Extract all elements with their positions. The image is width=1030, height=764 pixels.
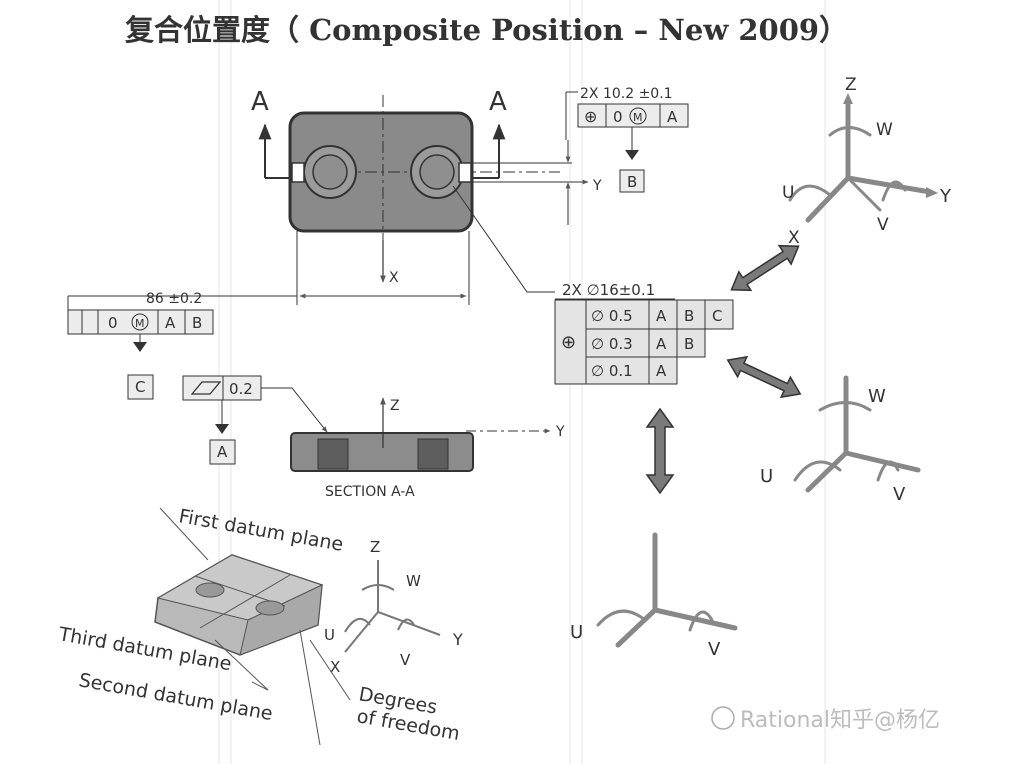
iso-u: U bbox=[324, 626, 335, 644]
slot-right bbox=[458, 162, 472, 183]
four-w: W bbox=[868, 386, 886, 407]
width-feature-control-frame: 86 ±0.2 0 M A B C bbox=[67, 291, 297, 400]
dof-frame-iso bbox=[344, 560, 441, 653]
section-label: SECTION A-A bbox=[325, 484, 415, 500]
six-w: W bbox=[876, 120, 893, 140]
slot-left bbox=[291, 162, 305, 183]
row2-datum-a: A bbox=[656, 335, 667, 353]
second-datum-label: Second datum plane bbox=[77, 669, 274, 725]
iso-part bbox=[154, 554, 324, 656]
six-v: V bbox=[877, 215, 889, 235]
dof-frame-six bbox=[788, 97, 933, 223]
wechat-icon bbox=[711, 706, 735, 730]
slot-datum-a: A bbox=[667, 108, 678, 126]
section-y-label: Y bbox=[555, 424, 565, 440]
y-axis-label: Y bbox=[592, 178, 602, 194]
composite-position-callout: 2X ∅16±0.1 ⊕ ∅ 0.5 A B C ∅ 0.3 A B ∅ 0.1… bbox=[554, 281, 734, 385]
four-v: V bbox=[893, 484, 906, 505]
iso-v: V bbox=[400, 651, 411, 669]
double-arrow-upper bbox=[730, 244, 800, 292]
six-y: Y bbox=[939, 186, 952, 207]
datum-a-label: A bbox=[217, 443, 228, 461]
row1-datum-c: C bbox=[712, 307, 722, 325]
section-z-label: Z bbox=[390, 398, 400, 414]
first-datum-label: First datum plane bbox=[177, 505, 345, 556]
slot-dimension: 2X 10.2 ±0.1 bbox=[580, 86, 673, 102]
iso-y: Y bbox=[452, 630, 463, 649]
double-arrows bbox=[645, 244, 802, 495]
iso-z: Z bbox=[370, 538, 380, 556]
width-mmc-modifier: M bbox=[135, 317, 145, 330]
iso-x: X bbox=[330, 658, 340, 676]
section-marker-left: A bbox=[251, 87, 269, 117]
composite-position-symbol: ⊕ bbox=[561, 332, 576, 353]
width-dimension: 86 ±0.2 bbox=[146, 291, 202, 307]
flatness-icon bbox=[190, 381, 222, 395]
four-u: U bbox=[760, 466, 773, 487]
row3-datum-a: A bbox=[656, 362, 667, 380]
flatness-value: 0.2 bbox=[229, 380, 253, 398]
section-a-a: Z Y SECTION A-A bbox=[290, 397, 565, 500]
row1-datum-a: A bbox=[656, 307, 667, 325]
row1-datum-b: B bbox=[684, 307, 694, 325]
row1-tolerance: ∅ 0.5 bbox=[591, 307, 633, 325]
row2-tolerance: ∅ 0.3 bbox=[591, 335, 633, 353]
x-axis-label: X bbox=[389, 270, 399, 286]
flatness-control-frame: 0.2 A bbox=[182, 375, 328, 465]
mmc-modifier: M bbox=[633, 111, 643, 124]
row3-tolerance: ∅ 0.1 bbox=[591, 362, 633, 380]
row2-datum-b: B bbox=[684, 335, 694, 353]
slot-tolerance: 0 bbox=[613, 108, 623, 126]
double-arrow-right bbox=[726, 355, 802, 399]
six-x: X bbox=[788, 228, 800, 248]
dof-frame-four bbox=[793, 375, 921, 493]
six-z: Z bbox=[845, 75, 857, 95]
datum-c-label: C bbox=[135, 378, 145, 396]
top-view: A A X Y bbox=[251, 87, 602, 305]
datum-b-label: B bbox=[627, 173, 637, 191]
watermark: Rational知乎@杨亿 bbox=[711, 706, 940, 733]
six-u: U bbox=[782, 183, 794, 203]
position-symbol: ⊕ bbox=[584, 107, 597, 126]
page-title: 复合位置度（ Composite Position – New 2009） bbox=[125, 13, 848, 47]
section-marker-right: A bbox=[489, 87, 507, 117]
iso-w: W bbox=[406, 572, 421, 590]
double-arrow-down bbox=[645, 407, 675, 495]
width-tolerance: 0 bbox=[108, 314, 118, 332]
width-datum-a: A bbox=[165, 314, 176, 332]
slot-feature-control-frame: 2X 10.2 ±0.1 ⊕ 0 M A B bbox=[565, 86, 689, 193]
two-v: V bbox=[708, 639, 721, 660]
hole-dimension: 2X ∅16±0.1 bbox=[562, 281, 655, 299]
two-u: U bbox=[570, 622, 583, 643]
width-datum-b: B bbox=[192, 314, 202, 332]
dof-frame-two bbox=[596, 532, 738, 648]
watermark-text: Rational知乎@杨亿 bbox=[740, 708, 940, 733]
